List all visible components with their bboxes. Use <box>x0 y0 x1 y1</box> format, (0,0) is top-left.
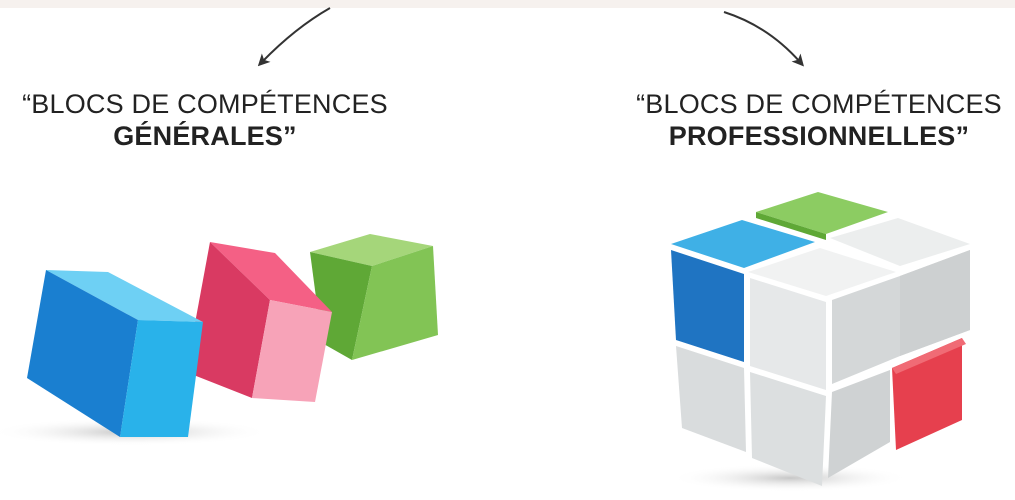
green-top-block <box>756 192 888 234</box>
blue-side-block <box>671 250 744 362</box>
top-background-strip <box>0 0 1015 8</box>
assembled-cube <box>671 192 970 486</box>
pink-cube <box>186 242 332 402</box>
caption-professional-blocks: “BLOCS DE COMPÉTENCES PROFESSIONNELLES” <box>628 88 1010 152</box>
caption-professional-line1: “BLOCS DE COMPÉTENCES <box>636 89 1002 119</box>
caption-general-blocks: “BLOCS DE COMPÉTENCES GÉNÉRALES” <box>14 88 396 152</box>
right-curved-arrow <box>723 11 804 67</box>
caption-general-line1: “BLOCS DE COMPÉTENCES <box>22 89 388 119</box>
left-curved-arrow <box>257 7 331 67</box>
green-cube <box>310 234 438 360</box>
blue-top-block <box>671 220 815 268</box>
right-cube-shadow <box>670 464 910 492</box>
caption-professional-line2: PROFESSIONNELLES” <box>668 121 970 151</box>
caption-general-line2: GÉNÉRALES” <box>113 121 297 151</box>
blue-cube <box>27 270 203 437</box>
